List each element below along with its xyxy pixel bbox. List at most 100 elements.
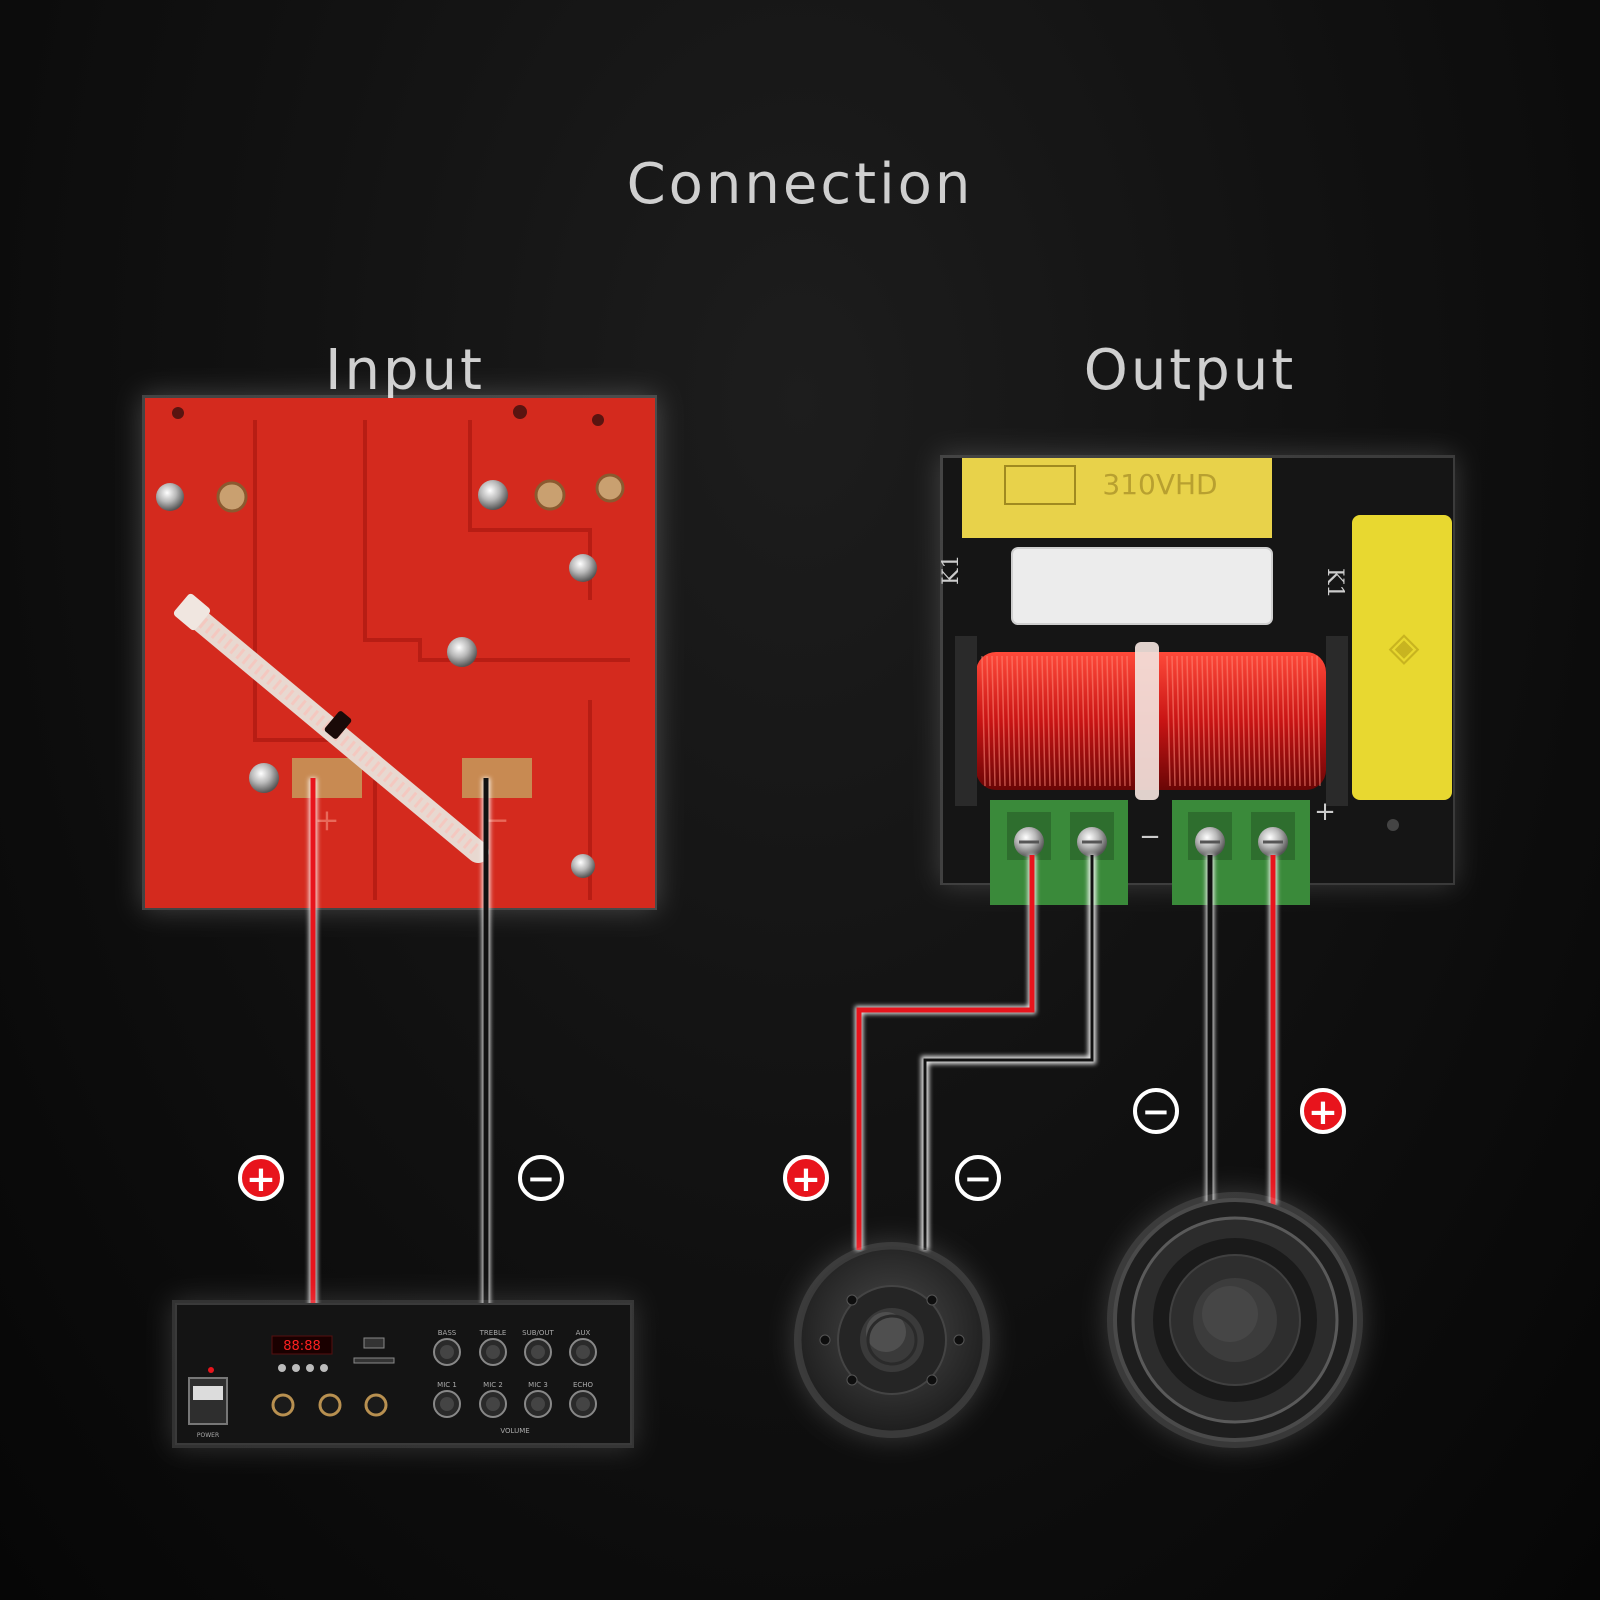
- capacitor-marking: 310VHD: [1102, 468, 1217, 501]
- coil-turn: [1251, 655, 1256, 787]
- amplifier-knob: [479, 1338, 507, 1366]
- board-mark-right: K1: [1322, 568, 1347, 598]
- terminal-screw: [1070, 812, 1114, 860]
- resistor: [1011, 547, 1273, 625]
- output-plus-mark: +: [1314, 797, 1336, 827]
- cable-tie: [173, 593, 489, 863]
- positive-symbol: +: [1308, 1092, 1338, 1133]
- tweeter-negative-badge: −: [955, 1155, 1001, 1201]
- input-crossover-board: + −: [142, 395, 657, 910]
- amp-label-power: POWER: [197, 1432, 219, 1439]
- coil-turn: [1221, 655, 1226, 787]
- amp-label-treble: TREBLE: [479, 1329, 507, 1337]
- coil-turn: [1051, 655, 1056, 787]
- coil-turn: [981, 655, 986, 787]
- input-board-screws: [156, 405, 625, 878]
- amplifier-knobs: [433, 1338, 597, 1418]
- negative-symbol: −: [964, 1159, 993, 1199]
- tweeter: [794, 1242, 990, 1438]
- tweeter-positive-wire: [856, 855, 1035, 1250]
- board-mark-left: K1: [939, 555, 964, 585]
- amp-label-aux: AUX: [576, 1329, 591, 1337]
- coil-turn: [1106, 655, 1111, 787]
- coil-turn: [986, 655, 991, 787]
- coil-turn: [1201, 655, 1206, 787]
- coil-turn: [1031, 655, 1036, 787]
- coil-turn: [1011, 655, 1016, 787]
- amp-label-mic2: MIC 2: [483, 1381, 503, 1389]
- coil-turn: [1181, 655, 1186, 787]
- coil-turn: [1211, 655, 1216, 787]
- wires: [309, 778, 1277, 1308]
- output-label: Output: [1083, 338, 1297, 403]
- amplifier-knob: [569, 1338, 597, 1366]
- positive-symbol: +: [791, 1159, 821, 1200]
- coil-turn: [1291, 655, 1296, 787]
- positive-symbol: +: [246, 1159, 276, 1200]
- tweeter-negative-wire: [923, 855, 1094, 1250]
- amplifier-knob: [569, 1390, 597, 1418]
- tweeter-positive-badge: +: [783, 1155, 829, 1201]
- coil-turn: [1196, 655, 1201, 787]
- output-terminals: − +: [990, 797, 1399, 905]
- coil-turn: [1111, 655, 1116, 787]
- capacitor-top: 310VHD: [962, 458, 1272, 538]
- coil-turn: [1261, 655, 1266, 787]
- coil-turn: [1216, 655, 1221, 787]
- woofer-negative-badge: −: [1133, 1088, 1179, 1134]
- amplifier-knob: [524, 1390, 552, 1418]
- coil-turn: [1081, 655, 1086, 787]
- coil-turn: [1096, 655, 1101, 787]
- coil-turn: [1066, 655, 1071, 787]
- input-positive-badge: +: [238, 1155, 284, 1201]
- amp-label-echo: ECHO: [573, 1381, 594, 1389]
- coil-turn: [1301, 655, 1306, 787]
- coil-turn: [1116, 655, 1121, 787]
- coil-turn: [1281, 655, 1286, 787]
- coil-turn: [1306, 655, 1311, 787]
- coil-turn: [1006, 655, 1011, 787]
- amplifier: 88:88 POWER BASS TREBLE SUB/OUT AUX MIC …: [172, 1300, 634, 1448]
- coil-turn: [1101, 655, 1106, 787]
- coil-turn: [1091, 655, 1096, 787]
- coil-turn: [1046, 655, 1051, 787]
- coil-turn: [991, 655, 996, 787]
- amplifier-knob: [524, 1338, 552, 1366]
- input-negative-pad: [462, 758, 532, 798]
- coil-turn: [1056, 655, 1061, 787]
- amp-label-volume: VOLUME: [500, 1427, 529, 1435]
- amp-label-mic1: MIC 1: [437, 1381, 457, 1389]
- capacitor-right: ◈: [1352, 515, 1452, 800]
- coil-turn: [1206, 655, 1211, 787]
- coil-turn: [1186, 655, 1191, 787]
- coil-turn: [1276, 655, 1281, 787]
- coil-turn: [1126, 655, 1131, 787]
- coil-turn: [1286, 655, 1291, 787]
- input-label: Input: [324, 338, 485, 403]
- coil-turn: [1026, 655, 1031, 787]
- input-negative-badge: −: [518, 1155, 564, 1201]
- coil-turn: [1021, 655, 1026, 787]
- amp-label-bass: BASS: [438, 1329, 457, 1337]
- terminal-screw: [1251, 812, 1295, 860]
- terminal-screw: [1188, 812, 1232, 860]
- coil-turn: [996, 655, 1001, 787]
- coil-turn: [1176, 655, 1181, 787]
- coil-turn: [1016, 655, 1021, 787]
- coil-turn: [1316, 655, 1321, 787]
- coil-turn: [1121, 655, 1126, 787]
- terminal-screw: [1007, 812, 1051, 860]
- coil-turn: [1231, 655, 1236, 787]
- polarity-badges: + − + − − +: [238, 1088, 1346, 1201]
- coil-turn: [1226, 655, 1231, 787]
- negative-symbol: −: [1142, 1092, 1171, 1132]
- coil-turn: [1166, 655, 1171, 787]
- coil-turn: [1036, 655, 1041, 787]
- mic-jacks: [271, 1393, 388, 1417]
- coil-turn: [1001, 655, 1006, 787]
- coil-turn: [1311, 655, 1316, 787]
- coil-turn: [1266, 655, 1271, 787]
- coil-turn: [1236, 655, 1241, 787]
- input-positive-pad: [292, 758, 362, 798]
